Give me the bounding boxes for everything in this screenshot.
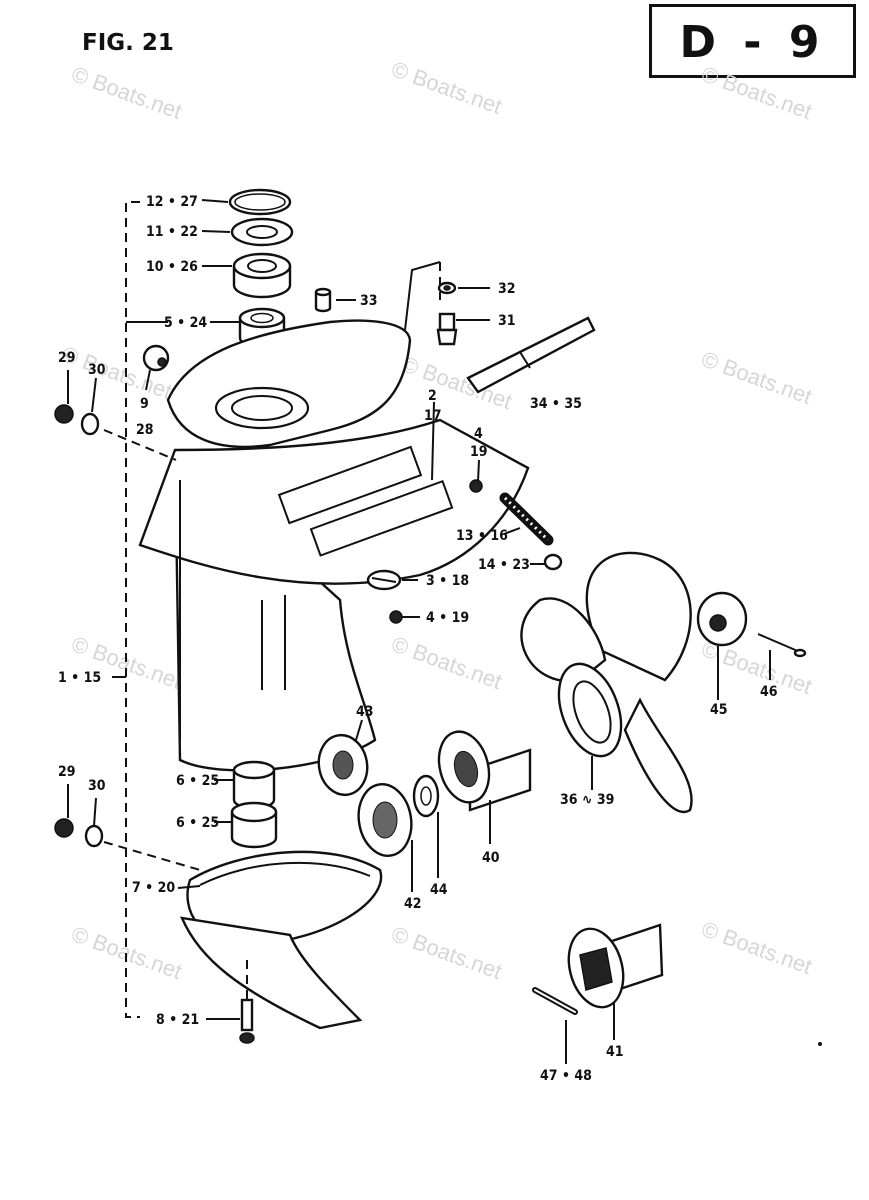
- watermark-text: © Boats.net: [388, 631, 505, 694]
- callout-41: 41: [606, 1044, 624, 1060]
- callout-17: 17: [424, 408, 442, 424]
- grommet-part: [142, 344, 170, 372]
- callout-12-27: 12 • 27: [146, 194, 198, 210]
- trim-tab-part: [466, 316, 596, 394]
- screw-4-19-upper-part: [469, 479, 483, 493]
- section-code: D - 9: [679, 17, 826, 68]
- watermark-text: © Boats.net: [698, 636, 815, 699]
- spring-part: [499, 492, 554, 546]
- lower-gearcase-housing: [180, 850, 383, 1030]
- watermark-text: © Boats.net: [698, 916, 815, 979]
- thrust-stopper-42: [357, 783, 413, 857]
- callout-40: 40: [482, 850, 500, 866]
- watermark-text: © Boats.net: [68, 61, 185, 124]
- callout-6-25-upper: 6 • 25: [176, 773, 219, 789]
- pin-14-23-part: [543, 553, 563, 571]
- o-ring-part: [228, 188, 292, 216]
- propeller-part: [520, 551, 693, 813]
- leader-lines: [67, 199, 771, 1064]
- callout-42: 42: [404, 896, 422, 912]
- callout-5-24: 5 • 24: [164, 315, 207, 331]
- ball-bearing-part: [232, 252, 292, 299]
- callout-30-lower: 30: [88, 778, 106, 794]
- pin-47-48-part: [532, 987, 578, 1015]
- callout-3-18: 3 • 18: [426, 573, 469, 589]
- callout-34-35: 34 • 35: [530, 396, 582, 412]
- seal-43-part: [317, 733, 369, 797]
- anode-part: [366, 569, 402, 591]
- lower-bearing-upper: [232, 760, 276, 810]
- section-code-box: D - 9: [649, 4, 856, 78]
- callout-29-upper: 29: [58, 350, 76, 366]
- callout-8-21: 8 • 21: [156, 1012, 199, 1028]
- left-assembly-bracket: [112, 201, 168, 1018]
- callout-36-39: 36 ∿ 39: [560, 792, 614, 808]
- callout-4: 4: [474, 426, 483, 442]
- nut-washer-upper: [54, 404, 100, 436]
- callout-44: 44: [430, 882, 448, 898]
- callout-4-19: 4 • 19: [426, 610, 469, 626]
- callout-6-25-lower: 6 • 25: [176, 815, 219, 831]
- callout-33: 33: [360, 293, 378, 309]
- watermark-text: © Boats.net: [698, 346, 815, 409]
- callout-14-23: 14 • 23: [478, 557, 530, 573]
- callout-7-20: 7 • 20: [132, 880, 175, 896]
- lower-bearing-lower: [230, 801, 278, 849]
- watermark-text: © Boats.net: [698, 61, 815, 124]
- oil-seal-part: [230, 217, 294, 247]
- callout-19: 19: [470, 444, 488, 460]
- callout-31: 31: [498, 313, 516, 329]
- washer-32-part: [437, 281, 457, 295]
- callout-labels: 12 • 27 11 • 22 10 • 26 5 • 24 33 32 31 …: [58, 194, 778, 1084]
- bolt-8-21-part: [239, 960, 255, 1044]
- callout-9: 9: [140, 396, 149, 412]
- callout-46: 46: [760, 684, 778, 700]
- upper-gearcase-housing: [138, 261, 530, 772]
- callout-29-lower: 29: [58, 764, 76, 780]
- figure-title: FIG. 21: [82, 30, 174, 56]
- callout-1-15: 1 • 15: [58, 670, 101, 686]
- callout-32: 32: [498, 281, 516, 297]
- washer-44-part: [412, 774, 440, 818]
- callout-10-26: 10 • 26: [146, 259, 198, 275]
- prop-bushing-41: [567, 923, 664, 1009]
- watermark-text: © Boats.net: [388, 921, 505, 984]
- callout-45: 45: [710, 702, 728, 718]
- prop-bushing-40: [437, 730, 532, 812]
- callout-11-22: 11 • 22: [146, 224, 198, 240]
- screw-4-19-part: [389, 610, 412, 624]
- callout-43: 43: [356, 704, 374, 720]
- prop-nut-part: [696, 591, 748, 647]
- watermark-text: © Boats.net: [388, 56, 505, 119]
- callout-13-16: 13 • 16: [456, 528, 508, 544]
- callout-47-48: 47 • 48: [540, 1068, 592, 1084]
- callout-2: 2: [428, 388, 437, 404]
- callout-30-upper: 30: [88, 362, 106, 378]
- bolt-31-part: [436, 312, 458, 346]
- dowel-pin-part: [314, 287, 332, 313]
- nut-washer-lower: [54, 818, 104, 848]
- cotter-pin-part: [757, 633, 807, 658]
- callout-28: 28: [136, 422, 154, 438]
